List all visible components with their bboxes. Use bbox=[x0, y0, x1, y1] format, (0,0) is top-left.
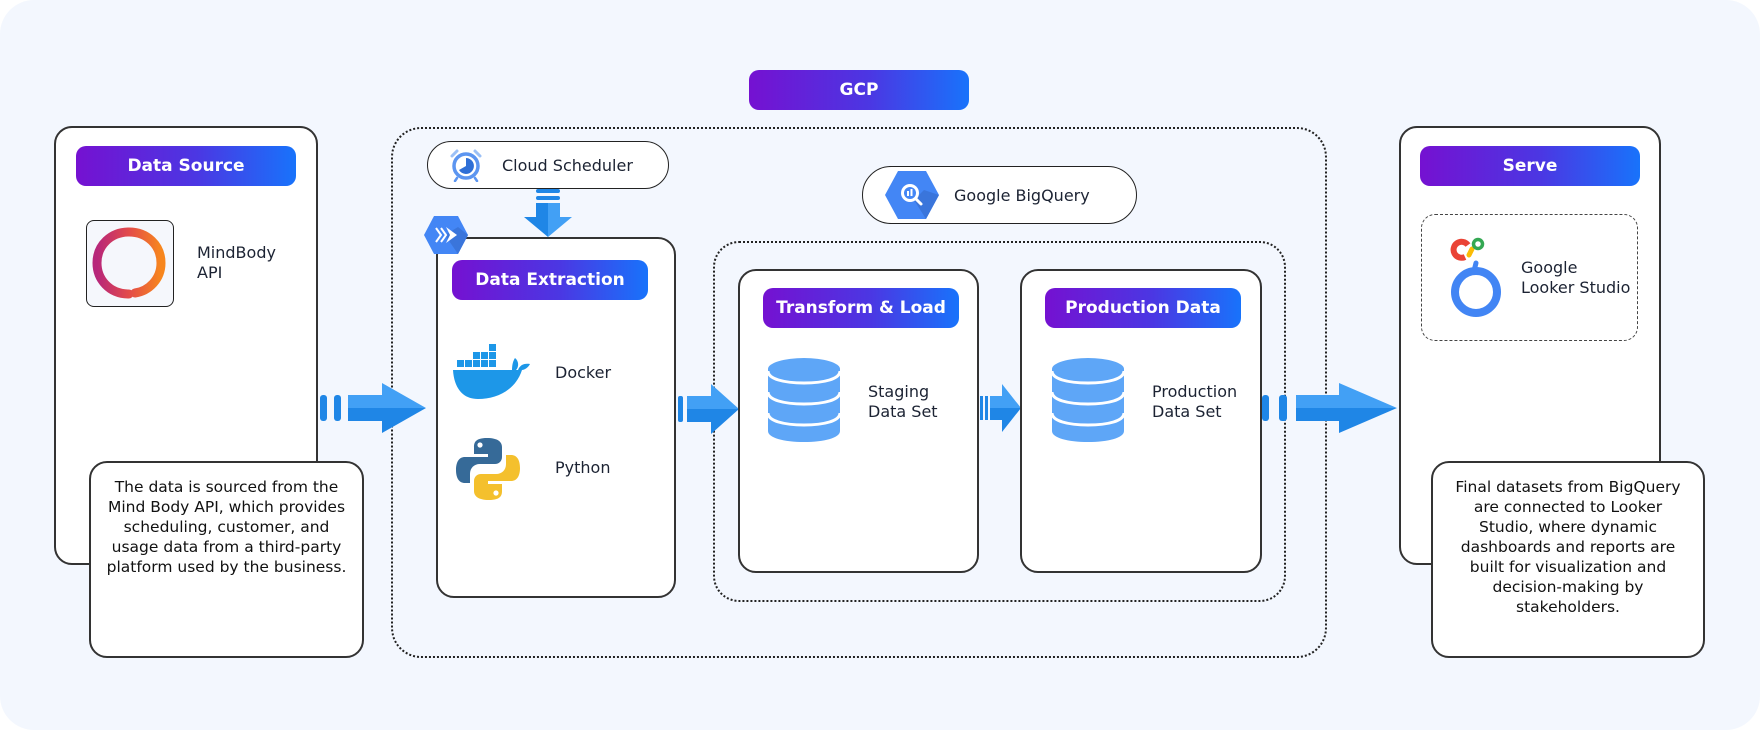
transform-load-title: Transform & Load bbox=[776, 298, 946, 318]
gcp-badge: GCP bbox=[749, 70, 969, 110]
looker-studio-icon bbox=[1448, 237, 1504, 319]
data-extraction-badge: Data Extraction bbox=[452, 260, 648, 300]
cloud-scheduler-label: Cloud Scheduler bbox=[502, 155, 633, 175]
looker-studio-card bbox=[1421, 214, 1638, 341]
data-source-description: The data is sourced from the Mind Body A… bbox=[89, 461, 364, 658]
production-data-badge: Production Data bbox=[1045, 288, 1241, 328]
data-source-title: Data Source bbox=[127, 156, 245, 176]
python-label: Python bbox=[555, 458, 611, 477]
staging-database-icon bbox=[767, 357, 841, 443]
production-data-title: Production Data bbox=[1065, 298, 1221, 318]
bigquery-label: Google BigQuery bbox=[954, 185, 1090, 205]
gcp-title: GCP bbox=[839, 80, 879, 100]
flow-arrow-source-to-extraction bbox=[320, 383, 428, 433]
serve-title: Serve bbox=[1502, 156, 1558, 176]
docker-label: Docker bbox=[555, 363, 612, 382]
data-source-badge: Data Source bbox=[76, 146, 296, 186]
cloud-scheduler-pill: Cloud Scheduler bbox=[427, 141, 669, 189]
production-database-icon bbox=[1051, 357, 1125, 443]
serve-description: Final datasets from BigQuery are connect… bbox=[1431, 461, 1705, 658]
bigquery-icon bbox=[884, 170, 940, 220]
serve-badge: Serve bbox=[1420, 146, 1640, 186]
flow-arrow-extraction-to-transform bbox=[678, 384, 740, 434]
cloud-scheduler-icon bbox=[449, 148, 483, 182]
mindbody-logo-icon bbox=[86, 220, 174, 307]
transform-load-badge: Transform & Load bbox=[763, 288, 959, 328]
flow-arrow-scheduler-to-extraction bbox=[524, 189, 572, 237]
docker-icon bbox=[452, 343, 532, 401]
data-extraction-title: Data Extraction bbox=[475, 270, 625, 290]
flow-arrow-production-to-serve bbox=[1262, 383, 1398, 433]
bigquery-pill: Google BigQuery bbox=[862, 166, 1137, 224]
flow-arrow-transform-to-production bbox=[980, 384, 1022, 432]
cloud-run-icon bbox=[423, 215, 469, 255]
python-icon bbox=[455, 436, 521, 502]
